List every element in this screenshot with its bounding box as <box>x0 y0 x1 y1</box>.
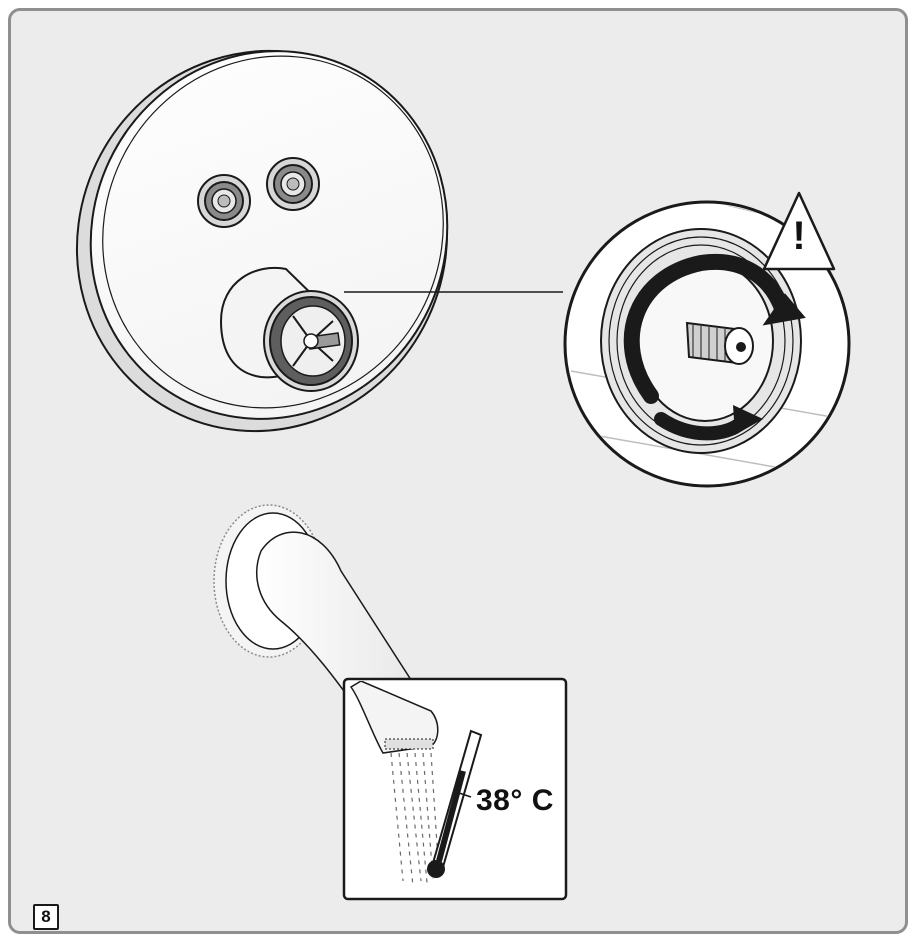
warning-exclamation: ! <box>792 214 806 258</box>
rotate-clockwise-arrow-icon <box>623 253 806 441</box>
step-number-badge: 8 <box>33 904 59 930</box>
wall-plate <box>75 49 449 433</box>
warning-triangle-icon <box>762 191 836 271</box>
instruction-illustration <box>75 49 851 901</box>
temperature-label: 38° C <box>476 784 554 817</box>
thermometer-icon <box>427 729 483 878</box>
temperature-inset <box>342 677 568 901</box>
thermostat-boss <box>219 266 359 392</box>
magnified-detail <box>563 200 851 488</box>
control-button-right <box>266 157 320 211</box>
instruction-panel: ! 38° C 8 <box>8 8 908 934</box>
control-button-left <box>197 174 251 228</box>
